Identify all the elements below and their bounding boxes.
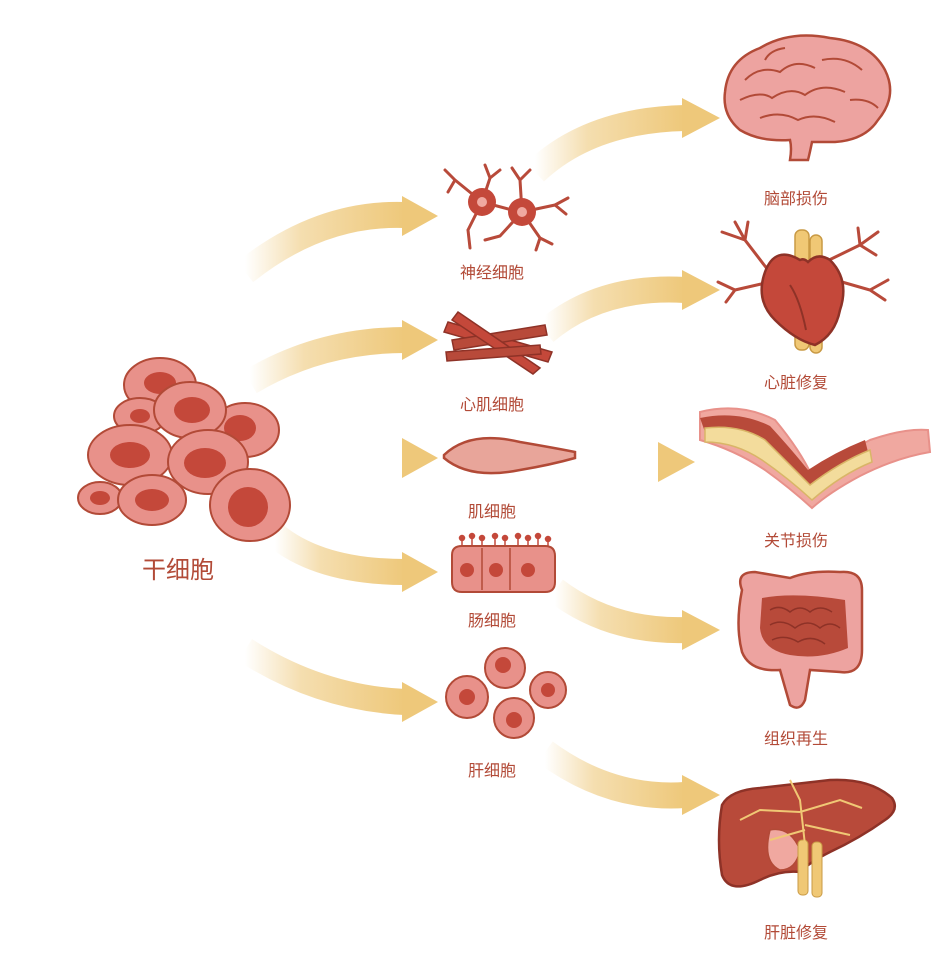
liver-cells-icon [445, 647, 567, 739]
intestine-label: 组织再生 [764, 729, 828, 748]
arrow-stem-to-cardiac [243, 320, 438, 394]
brain-label: 脑部损伤 [764, 189, 828, 208]
arrow-stem-to-neuron [236, 196, 438, 283]
cardiac-label: 心肌细胞 [460, 395, 524, 414]
arrow-muscle-to-joint [580, 442, 695, 482]
arrow-cardiac-to-heart [536, 270, 720, 343]
joint-label: 关节损伤 [764, 531, 828, 550]
intestinal-cells-icon [451, 532, 556, 593]
heart-icon [716, 220, 890, 354]
arrow-intestinal-to-intestine [547, 579, 720, 650]
joint-icon [699, 407, 932, 510]
intestine-icon [737, 570, 864, 709]
cardiac-cells-icon [442, 310, 554, 375]
liver-label: 肝脏修复 [764, 923, 828, 942]
stem-cell-cluster [77, 357, 291, 542]
arrow-neuron-to-brain [526, 98, 720, 182]
stem-cell-label: 干细胞 [142, 556, 214, 584]
muscle-label: 肌细胞 [468, 502, 516, 521]
arrow-stem-to-intestinal [266, 524, 438, 592]
neuron-cells-icon [443, 163, 570, 252]
arrow-stem-to-liver-cell [237, 639, 438, 722]
heart-label: 心脏修复 [764, 373, 828, 392]
brain-icon [723, 34, 892, 162]
liver-cell-label: 肝细胞 [468, 761, 516, 780]
arrow-liver-cell-to-liver [537, 741, 720, 815]
liver-icon [717, 778, 897, 898]
intestinal-label: 肠细胞 [468, 611, 516, 630]
muscle-cell-icon [442, 436, 577, 475]
arrow-stem-to-muscle [285, 438, 438, 478]
neuron-label: 神经细胞 [460, 263, 524, 282]
